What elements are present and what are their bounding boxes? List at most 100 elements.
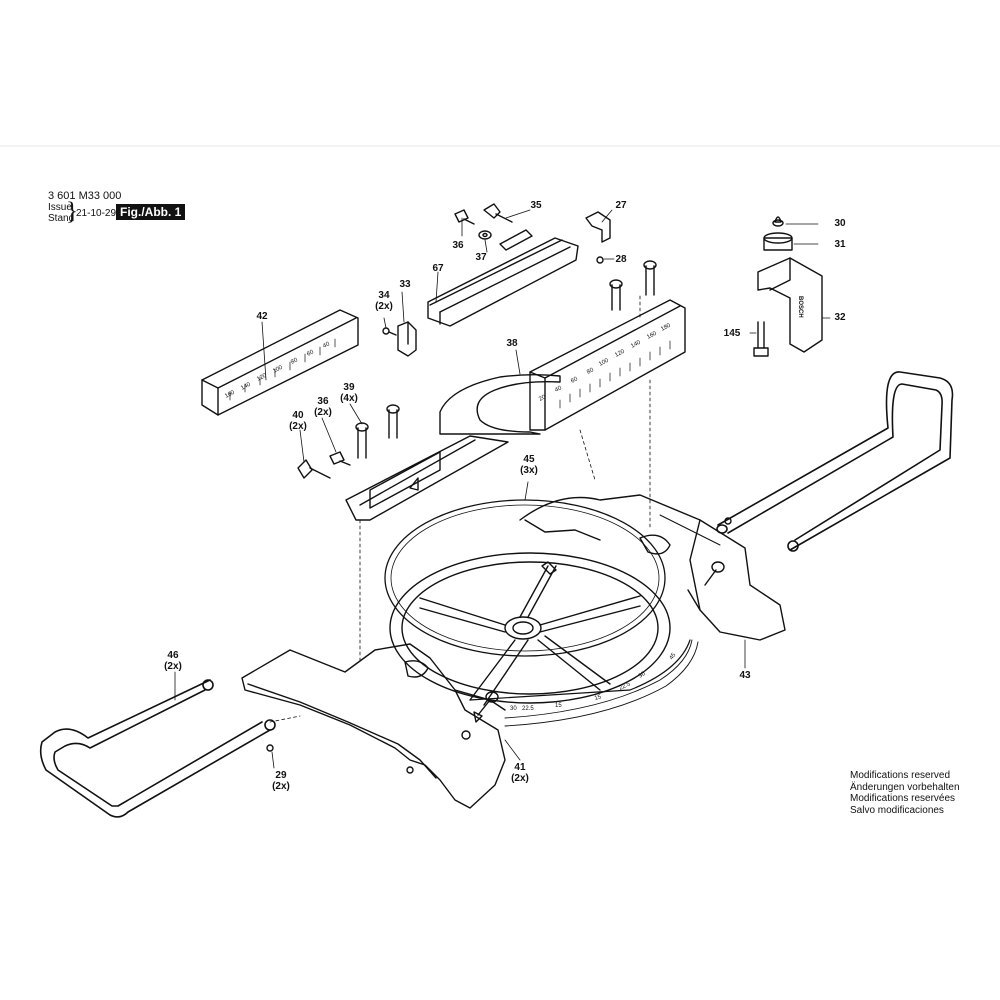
scale-labels: 20 40 60 80 100 120 140 160 180 160 140 …: [224, 296, 803, 712]
callout-33: 33: [399, 279, 410, 290]
callout-37: 37: [475, 252, 486, 263]
miter-mark: 22.5: [618, 681, 632, 692]
callout-67: 67: [432, 263, 443, 274]
turntable: [389, 552, 691, 706]
callout-number: 67: [432, 263, 444, 274]
callout-number: 145: [723, 328, 741, 339]
callout-39: 39 (4x): [340, 382, 358, 404]
miter-mark: 22.5: [522, 706, 534, 712]
callout-38: 38: [506, 338, 517, 349]
miter-lock-knob: [473, 691, 499, 723]
note-spanish: Salvo modificaciones: [850, 804, 944, 816]
callout-number: 31: [834, 239, 846, 250]
callout-number: 30: [834, 218, 846, 229]
right-fence-mark: 120: [614, 348, 626, 358]
miter-mark: 15: [594, 694, 603, 702]
left-fence-body: [345, 435, 509, 521]
callout-quantity: (3x): [520, 465, 538, 476]
callout-42: 42: [256, 311, 267, 322]
right-fence-mark: 60: [570, 376, 579, 385]
callout-quantity: (2x): [272, 781, 290, 792]
clip-bar: [499, 229, 533, 251]
right-fence-mark: 180: [660, 322, 672, 332]
callout-quantity: (2x): [289, 421, 307, 432]
wing-knob-40: [297, 459, 331, 479]
stop-block-brand: BOSCH: [797, 296, 803, 318]
miter-mark: 30: [638, 671, 647, 680]
miter-mark: 15: [555, 703, 562, 709]
screw-29: [266, 744, 274, 752]
right-fence-mark: 80: [586, 367, 595, 376]
callout-31: 31: [834, 239, 845, 250]
callout-46: 46 (2x): [164, 650, 182, 672]
callout-number: 42: [256, 311, 268, 322]
screw-36-left: [329, 451, 351, 466]
callout-40: 40 (2x): [289, 410, 307, 432]
callout-number: 36: [317, 396, 329, 407]
modification-notes: Modifications reserved Änderungen vorbeh…: [850, 770, 960, 816]
washer-37: [478, 230, 492, 240]
issue-date: 21-10-29: [76, 208, 117, 219]
stop-block-30-32: [757, 216, 823, 353]
callout-number: 34: [378, 290, 390, 301]
table-insert-ring-inner: [390, 504, 660, 652]
right-fence-mark: 40: [554, 385, 563, 394]
left-fence-mark: 100: [272, 364, 284, 374]
issue-labels: Issue Stand: [48, 202, 76, 224]
figure-label: Fig./Abb. 1: [116, 204, 186, 220]
left-fence-mark: 40: [322, 341, 331, 350]
callout-number: 28: [615, 254, 627, 265]
screw-36-top: [454, 209, 475, 225]
extension-rod-right: [716, 371, 954, 552]
callout-number: 39: [343, 382, 355, 393]
left-fence-mark: 80: [290, 357, 299, 366]
note-french: Modifications reservées: [850, 793, 956, 804]
callout-43: 43: [739, 670, 750, 681]
right-fence-mark: 100: [598, 357, 610, 367]
callout-number: 38: [506, 338, 518, 349]
issue-label: Issue: [48, 202, 72, 213]
document-number: 3 601 M33 000: [48, 190, 122, 202]
brace-glyph: }: [66, 198, 78, 225]
callout-number: 35: [530, 200, 542, 211]
callout-number: 45: [523, 454, 535, 465]
callout-145: 145: [724, 328, 741, 339]
bracket-27: [585, 211, 611, 243]
sliding-fence-67: [427, 237, 579, 327]
callout-number: 29: [275, 770, 287, 781]
callout-35: 35: [530, 200, 541, 211]
stand-label: Stand: [48, 213, 75, 224]
miter-mark: 45: [669, 652, 678, 661]
callout-number: 37: [475, 252, 487, 263]
left-fence-scale-42: [201, 309, 359, 416]
left-fence-mark: 120: [256, 372, 268, 382]
callout-27: 27: [615, 200, 626, 211]
callout-number: 33: [399, 279, 411, 290]
right-fence-mark: 140: [630, 339, 642, 349]
saw-base: [241, 494, 786, 809]
extension-rod-left: [39, 679, 276, 818]
left-fence-mark: 60: [306, 349, 315, 358]
callout-number: 41: [514, 762, 526, 773]
callout-28: 28: [615, 254, 626, 265]
callout-41: 41 (2x): [511, 762, 529, 784]
note-english: Modifications reserved: [850, 770, 951, 781]
clamp-bracket-33: [397, 321, 417, 357]
callout-quantity: (2x): [314, 407, 332, 418]
callout-45: 45 (3x): [520, 454, 538, 476]
callout-36-top: 36: [452, 240, 463, 251]
right-fence: [529, 299, 686, 431]
right-fence-mark: 160: [646, 330, 658, 340]
bevel-lock-knob: [704, 561, 725, 586]
miter-scale: [504, 639, 699, 727]
miter-mark: 30: [510, 706, 517, 712]
callout-quantity: (2x): [164, 661, 182, 672]
callout-number: 32: [834, 312, 846, 323]
leader-lines: [174, 209, 831, 769]
callout-29: 29 (2x): [272, 770, 290, 792]
screw-28: [596, 256, 604, 264]
callout-quantity: (2x): [511, 773, 529, 784]
callout-quantity: (2x): [375, 301, 393, 312]
